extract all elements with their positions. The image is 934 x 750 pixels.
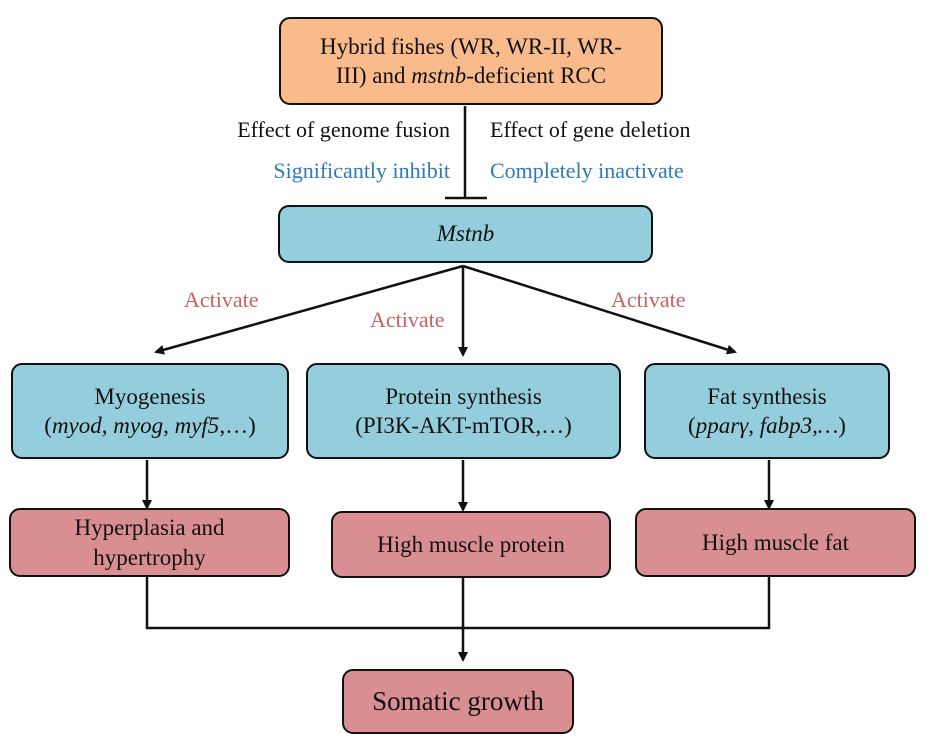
fat-synthesis-title: Fat synthesis — [707, 383, 827, 409]
myogenesis-genes: (myod, myog, myf5,…) — [44, 413, 256, 438]
fat-synthesis-genes: (pparγ, fabp3,…) — [688, 413, 846, 438]
activate-label-center: Activate — [370, 307, 445, 332]
hyperplasia-line2: hypertrophy — [93, 544, 206, 570]
high-muscle-fat-box: High muscle fat — [635, 508, 916, 577]
somatic-growth-label: Somatic growth — [372, 686, 544, 717]
hybrid-fishes-line1: Hybrid fishes (WR, WR-II, WR- — [320, 33, 622, 59]
activate-label-right: Activate — [611, 287, 686, 312]
merge-line — [145, 577, 771, 630]
mstnb-box: Mstnb — [278, 205, 653, 263]
myogenesis-box: Myogenesis (myod, myog, myf5,…) — [11, 363, 289, 459]
hybrid-fishes-line2: III) and mstnb-deficient RCC — [335, 63, 607, 88]
high-muscle-protein-box: High muscle protein — [331, 511, 611, 578]
effect-gene-deletion: Effect of gene deletion — [490, 117, 691, 142]
fat-synthesis-box: Fat synthesis (pparγ, fabp3,…) — [644, 363, 890, 459]
activate-label-left: Activate — [184, 287, 259, 312]
high-muscle-fat-label: High muscle fat — [702, 529, 849, 555]
hyperplasia-line1: Hyperplasia and — [74, 515, 225, 541]
protein-synthesis-title: Protein synthesis — [385, 383, 542, 409]
high-muscle-protein-label: High muscle protein — [377, 531, 565, 557]
somatic-growth-box: Somatic growth — [342, 669, 574, 734]
hyperplasia-box: Hyperplasia and hypertrophy — [9, 508, 290, 577]
activate-arrow-right — [462, 264, 737, 355]
protein-synthesis-box: Protein synthesis (PI3K-AKT-mTOR,…) — [306, 363, 621, 459]
effect-genome-fusion: Effect of genome fusion — [237, 117, 450, 142]
protein-synthesis-pathway: (PI3K-AKT-mTOR,…) — [355, 413, 572, 438]
completely-inactivate: Completely inactivate — [490, 158, 684, 183]
myogenesis-title: Myogenesis — [94, 383, 206, 409]
hybrid-fishes-box: Hybrid fishes (WR, WR-II, WR- III) and m… — [279, 17, 663, 105]
mstnb-gene-label: mstnb — [411, 63, 467, 88]
activate-arrow-left — [154, 264, 464, 355]
mstnb-label: Mstnb — [436, 221, 495, 247]
significantly-inhibit: Significantly inhibit — [273, 158, 450, 183]
